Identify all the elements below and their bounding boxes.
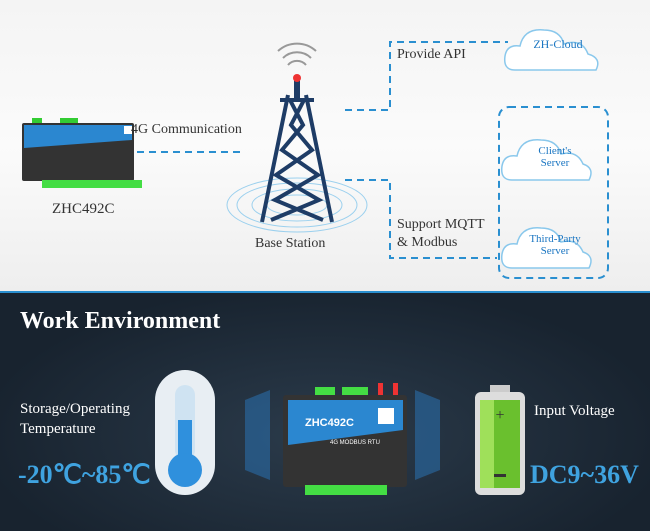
device-image (283, 383, 407, 495)
api-label: Provide API (397, 47, 466, 62)
cloud-icon (500, 227, 592, 269)
link-tower-servers (345, 179, 497, 259)
voltage-label: Input Voltage (534, 403, 615, 419)
modbus-label: & Modbus (397, 235, 458, 250)
section-title: Work Environment (20, 308, 221, 334)
device-subtitle-text: 4G MODBUS RTU (330, 440, 380, 446)
thermometer-icon (155, 370, 215, 495)
temperature-value: -20℃~85℃ (18, 460, 151, 489)
cloud-icon (500, 139, 592, 181)
battery-icon: + (475, 385, 525, 495)
section-divider (0, 291, 650, 294)
device-model-text: ZHC492C (305, 417, 354, 429)
cloud-icon (503, 29, 599, 71)
link-label: 4G Communication (131, 122, 242, 137)
svg-text:+: + (495, 407, 504, 424)
device-image (22, 118, 142, 188)
device-label: ZHC492C (52, 201, 115, 217)
voltage-value: DC9~36V (530, 460, 639, 489)
mqtt-label: Support MQTT (397, 217, 485, 232)
link-tower-cloud (345, 41, 508, 111)
cloud-main-label: ZH-Cloud (533, 37, 583, 51)
tower-label: Base Station (255, 236, 326, 251)
tower-icon (226, 42, 368, 233)
servers-box (498, 106, 609, 279)
